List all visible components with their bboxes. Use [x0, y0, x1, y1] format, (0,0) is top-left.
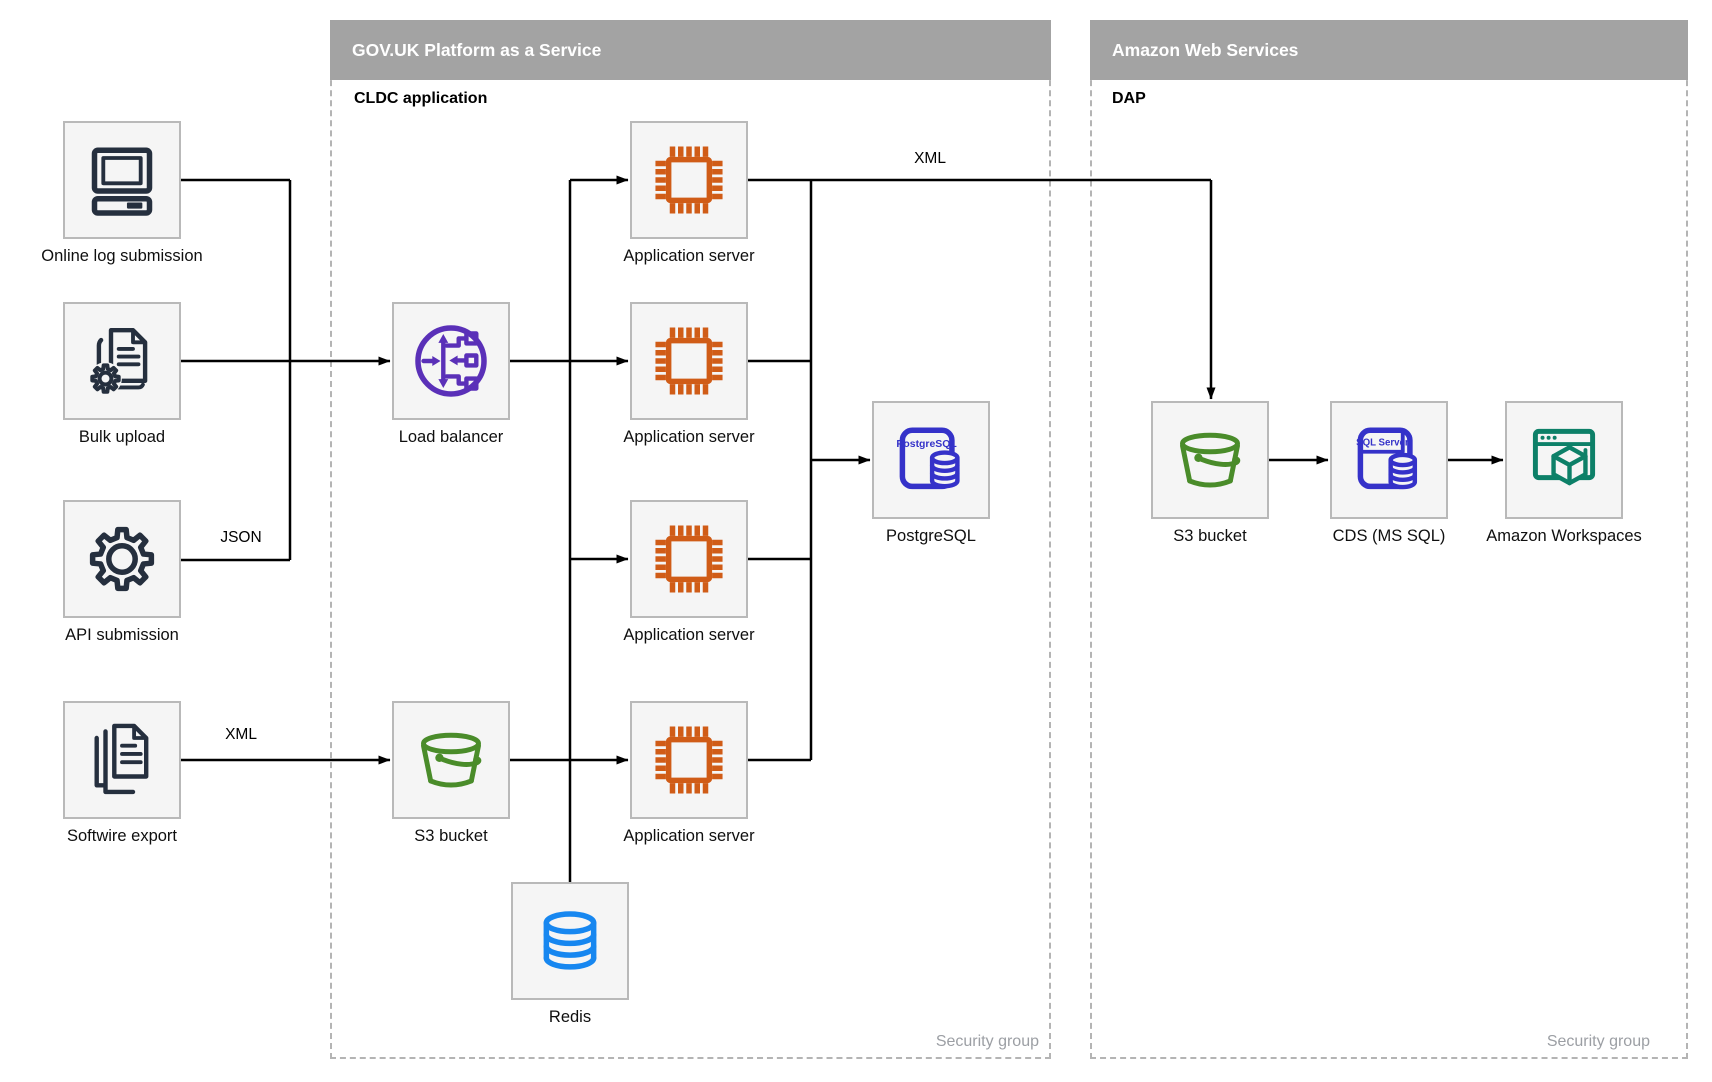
sql-server-database-icon: SQL Server [1330, 401, 1448, 519]
node-application-server-2: Application server [623, 302, 755, 446]
node-label: Application server [623, 247, 755, 265]
redis-database-icon-svg [543, 911, 597, 970]
group-aws-security-label: Security group [1546, 1033, 1650, 1050]
s3-bucket-icon-svg [422, 734, 480, 786]
node-redis: Redis [511, 882, 629, 1026]
postgresql-database-icon-svg: PostgreSQL [896, 427, 960, 490]
sql-server-icon-text: SQL Server [1356, 438, 1409, 449]
chip-icon [630, 500, 748, 618]
load-balancer-icon [392, 302, 510, 420]
node-online-log-submission: Online log submission [41, 121, 203, 265]
node-load-balancer: Load balancer [392, 302, 510, 446]
s3-bucket-icon-svg [1181, 434, 1239, 486]
node-label: Bulk upload [78, 428, 166, 446]
node-label: API submission [65, 626, 179, 644]
s3-bucket-icon [1151, 401, 1269, 519]
chip-icon [630, 701, 748, 819]
group-govuk-paas-title: GOV.UK Platform as a Service [352, 40, 602, 60]
node-application-server-1: Application server [623, 121, 755, 265]
documents-icon [63, 701, 181, 819]
chip-icon [630, 302, 748, 420]
node-label: Online log submission [41, 247, 203, 265]
document-gear-icon [63, 302, 181, 420]
node-api-submission: API submission [63, 500, 181, 644]
node-softwire-export: Softwire export [63, 701, 181, 845]
chip-icon-svg [654, 326, 724, 396]
redis-database-icon [511, 882, 629, 1000]
chip-icon [630, 121, 748, 239]
node-application-server-3: Application server [623, 500, 755, 644]
gear-icon [63, 500, 181, 618]
computer-icon-svg [91, 147, 153, 216]
node-label: Application server [623, 626, 755, 644]
postgresql-database-icon: PostgreSQL [872, 401, 990, 519]
chip-icon-svg [654, 145, 724, 215]
workspaces-icon-svg [1532, 428, 1596, 486]
node-label: S3 bucket [414, 827, 488, 845]
sql-server-database-icon-svg: SQL Server [1356, 427, 1418, 490]
edge-label-json: JSON [220, 529, 262, 546]
node-s3-bucket-aws: S3 bucket [1151, 401, 1269, 545]
node-label: Amazon Workspaces [1486, 527, 1642, 545]
group-govuk-paas-header: GOV.UK Platform as a Service [330, 20, 1051, 80]
node-label: PostgreSQL [886, 527, 976, 545]
node-cds-mssql: SQL Server CDS (MS SQL) [1330, 401, 1448, 545]
workspaces-icon [1505, 401, 1623, 519]
documents-icon-svg [94, 723, 149, 795]
document-gear-icon-svg [89, 328, 148, 395]
group-aws: Amazon Web Services DAP Security group [1090, 20, 1688, 1059]
node-label: Softwire export [66, 827, 178, 845]
group-govuk-paas: GOV.UK Platform as a Service CLDC applic… [330, 20, 1051, 1059]
s3-bucket-icon [392, 701, 510, 819]
node-label: Application server [623, 428, 755, 446]
postgresql-icon-text: PostgreSQL [896, 439, 957, 450]
load-balancer-icon-svg [415, 325, 487, 397]
chip-icon-svg [654, 725, 724, 795]
node-label: Application server [623, 827, 755, 845]
node-bulk-upload: Bulk upload [63, 302, 181, 446]
node-label: Load balancer [398, 428, 504, 446]
node-label: S3 bucket [1173, 527, 1247, 545]
computer-icon [63, 121, 181, 239]
node-application-server-4: Application server [623, 701, 755, 845]
chip-icon-svg [654, 524, 724, 594]
group-aws-header: Amazon Web Services [1090, 20, 1688, 80]
node-label: CDS (MS SQL) [1332, 527, 1446, 545]
node-label: Redis [548, 1008, 592, 1026]
node-s3-bucket-paas: S3 bucket [392, 701, 510, 845]
node-amazon-workspaces: Amazon Workspaces [1486, 401, 1642, 545]
group-govuk-paas-security-label: Security group [935, 1033, 1039, 1050]
gear-icon-svg [92, 529, 152, 589]
group-govuk-paas-sublabel: CLDC application [354, 90, 488, 107]
group-aws-title: Amazon Web Services [1112, 40, 1299, 60]
edge-label-xml-top: XML [914, 150, 946, 167]
node-postgresql: PostgreSQL PostgreSQL [872, 401, 990, 545]
edge-label-xml-softwire: XML [225, 726, 257, 743]
group-aws-sublabel: DAP [1112, 90, 1146, 107]
